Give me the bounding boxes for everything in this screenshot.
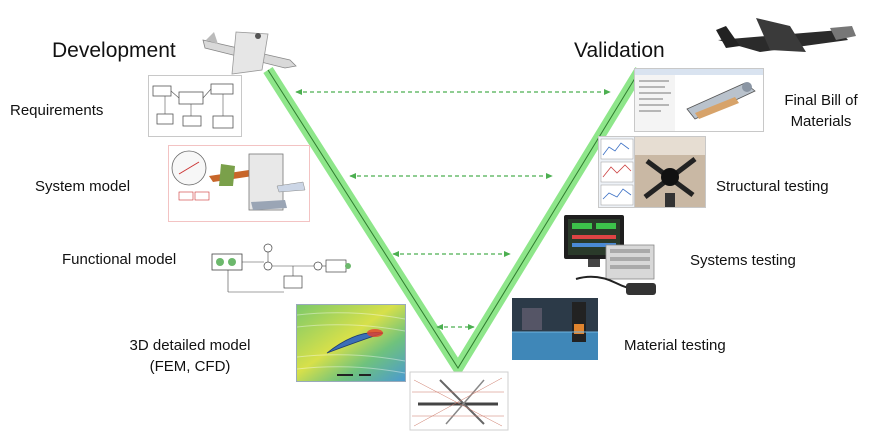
- v-shape: [263, 67, 645, 379]
- aircraft-left-image: [202, 31, 297, 75]
- functional-model-image: [208, 236, 358, 306]
- functional-model-label: Functional model: [62, 251, 177, 268]
- final-bom-label-line1: Final Bill of: [784, 92, 858, 109]
- development-heading: Development: [52, 39, 176, 62]
- systems-testing-hardware-image: [556, 213, 660, 299]
- aircraft-right-image: [716, 18, 856, 52]
- cfd-simulation-image: [296, 304, 406, 382]
- structural-test-photo: [634, 136, 706, 208]
- material-testing-label: Material testing: [624, 337, 726, 354]
- structural-testing-label: Structural testing: [716, 178, 829, 195]
- requirements-label: Requirements: [10, 102, 104, 119]
- cad-software-image: [634, 68, 764, 132]
- final-bom-label-line2: Materials: [790, 113, 852, 130]
- system-model-image: [168, 145, 310, 222]
- detailed-model-label-line1: 3D detailed model: [129, 337, 251, 354]
- system-model-label: System model: [35, 178, 131, 195]
- final-bom-label: Final Bill of Materials: [776, 90, 866, 132]
- detailed-model-label-line2: (FEM, CFD): [149, 358, 231, 375]
- detailed-model-label: 3D detailed model (FEM, CFD): [120, 335, 260, 377]
- material-testing-photo: [512, 298, 598, 360]
- validation-heading: Validation: [574, 39, 665, 62]
- structural-plots-image: [598, 136, 636, 208]
- cad-drawing-image: [409, 371, 509, 431]
- systems-testing-label: Systems testing: [690, 252, 796, 269]
- link-arrows: [295, 88, 611, 331]
- requirements-diagram-image: [148, 75, 242, 137]
